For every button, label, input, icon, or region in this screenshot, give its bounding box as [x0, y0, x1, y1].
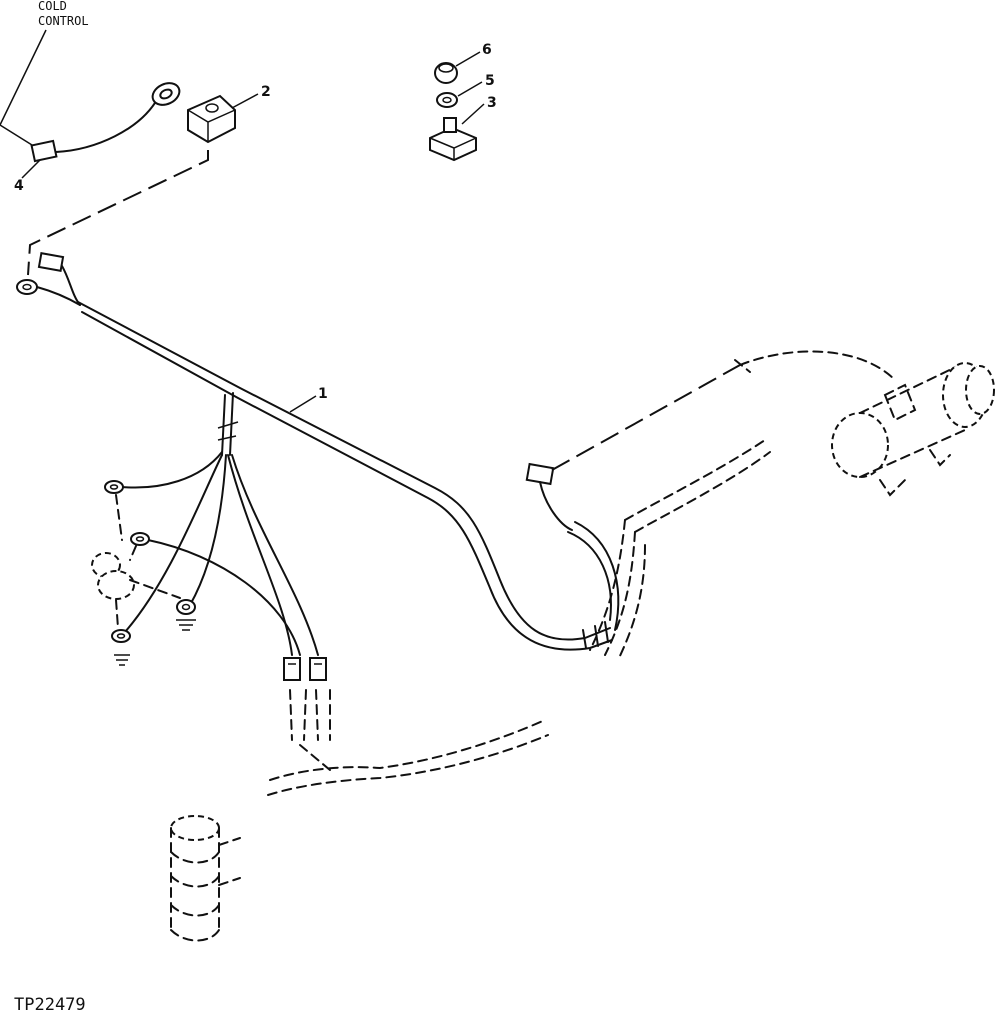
- callout-1-leader: [289, 395, 317, 413]
- figure-id: TP22479: [14, 995, 86, 1015]
- callout-5-leader: [457, 81, 483, 97]
- harness-end-connector: [525, 462, 573, 531]
- callout-5: 5: [485, 73, 495, 89]
- relay-part-2: [187, 94, 236, 144]
- callout-3-leader: [461, 103, 485, 125]
- harness-branch-wires: [121, 392, 319, 656]
- dashed-starter-motor: [831, 362, 995, 497]
- dashed-right-harness: [551, 350, 896, 661]
- cold-control-lead-part-4: [30, 82, 181, 163]
- switch-part-3: [429, 117, 477, 162]
- dashed-mating-harness: [267, 689, 549, 796]
- callout-2-leader: [231, 93, 259, 109]
- cold-control-leader: [0, 29, 47, 146]
- callout-1: 1: [318, 386, 328, 402]
- callout-6: 6: [482, 42, 492, 58]
- dashed-ignition-coil: [170, 815, 241, 942]
- branch-ring-terminals: [104, 480, 196, 643]
- callout-2: 2: [261, 84, 271, 100]
- relay-connection-dashed: [27, 150, 209, 276]
- nut-part-5: [436, 92, 458, 108]
- callout-4: 4: [14, 178, 24, 194]
- cold-control-label-line1: COLD: [38, 0, 67, 13]
- harness-start-terminals: [16, 252, 81, 306]
- main-harness-part-1: [77, 301, 620, 651]
- dashed-terminal-block: [91, 494, 181, 629]
- callout-3: 3: [487, 95, 497, 111]
- callout-4-leader: [21, 159, 41, 179]
- harness-dual-connectors: [283, 657, 327, 681]
- callout-6-leader: [455, 51, 481, 67]
- knob-part-6: [434, 62, 458, 84]
- cold-control-label-line2: CONTROL: [38, 14, 89, 28]
- ground-symbols: [114, 619, 196, 666]
